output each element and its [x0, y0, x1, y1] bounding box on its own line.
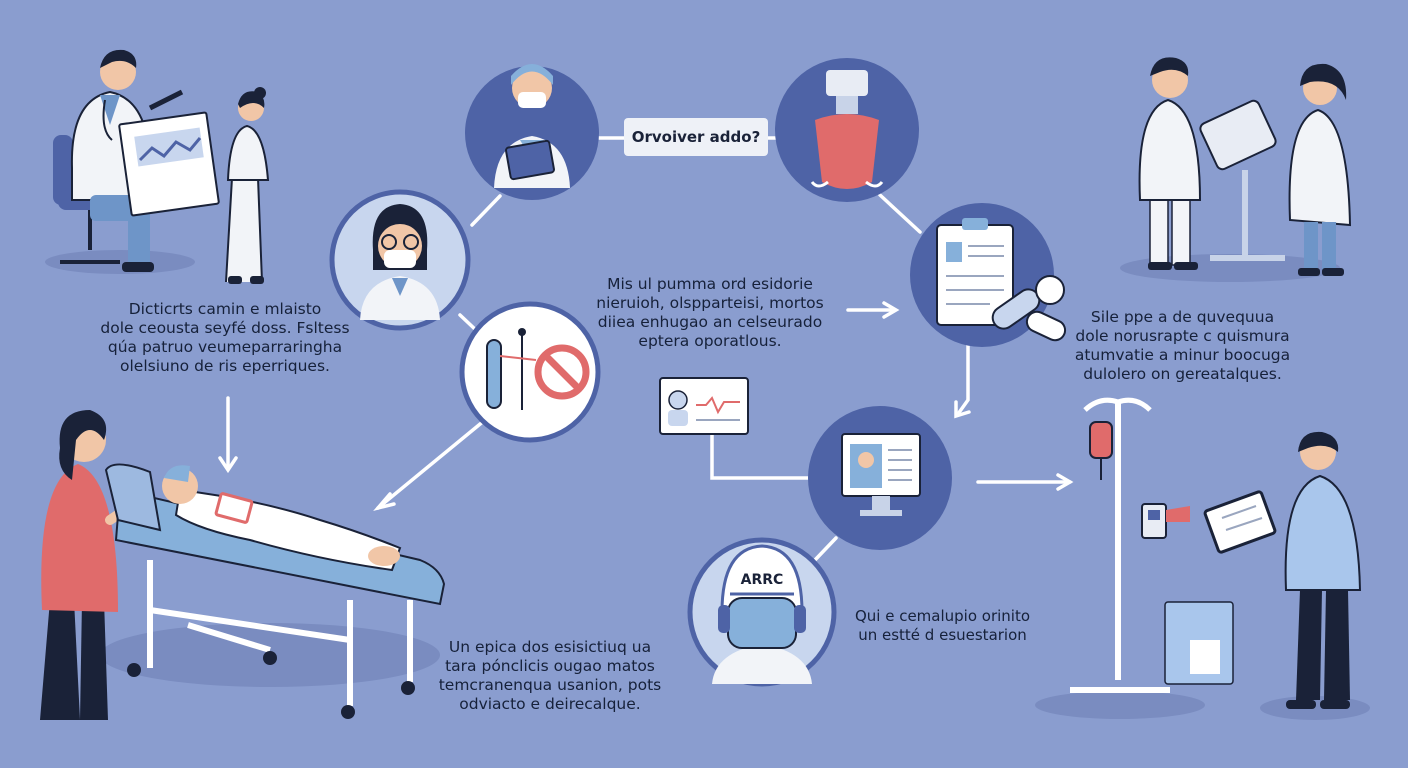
caption-center-top: Mis ul pumma ord esidorie nieruioh, olsp…	[596, 275, 824, 350]
caption-bottom-right: Qui e cemalupio orinito un estté d esues…	[854, 607, 1031, 644]
scene-iv-and-doctor	[1070, 397, 1362, 709]
node-masked-doctor-tablet	[465, 64, 599, 200]
scene-doctor-reviewing-chart	[53, 49, 270, 284]
node-surgical-lamp	[775, 58, 919, 202]
node-clipboard-pills	[910, 203, 1067, 347]
node-surgeon-helmet	[687, 537, 837, 687]
helmet-label: ARRC	[741, 572, 784, 588]
scene-doctors-inspecting-device	[1138, 57, 1352, 276]
node-female-doctor	[329, 189, 471, 331]
caption-left-top: Dicticrts camin e mlaisto dole ceousta s…	[100, 300, 350, 375]
node-monitor-patient	[808, 406, 952, 550]
node-prohibited-test	[459, 301, 601, 443]
caption-right-top: Sile ppe a de quvequua dole norusrapte c…	[1074, 308, 1291, 383]
flow-connectors	[218, 136, 1074, 562]
scene-patient-on-stretcher	[40, 410, 446, 720]
question-callout: Orvoiver addo?	[624, 118, 768, 156]
caption-bottom-center: Un epica dos esisictiuq ua tara pónclici…	[438, 638, 662, 713]
patient-card	[659, 377, 749, 435]
